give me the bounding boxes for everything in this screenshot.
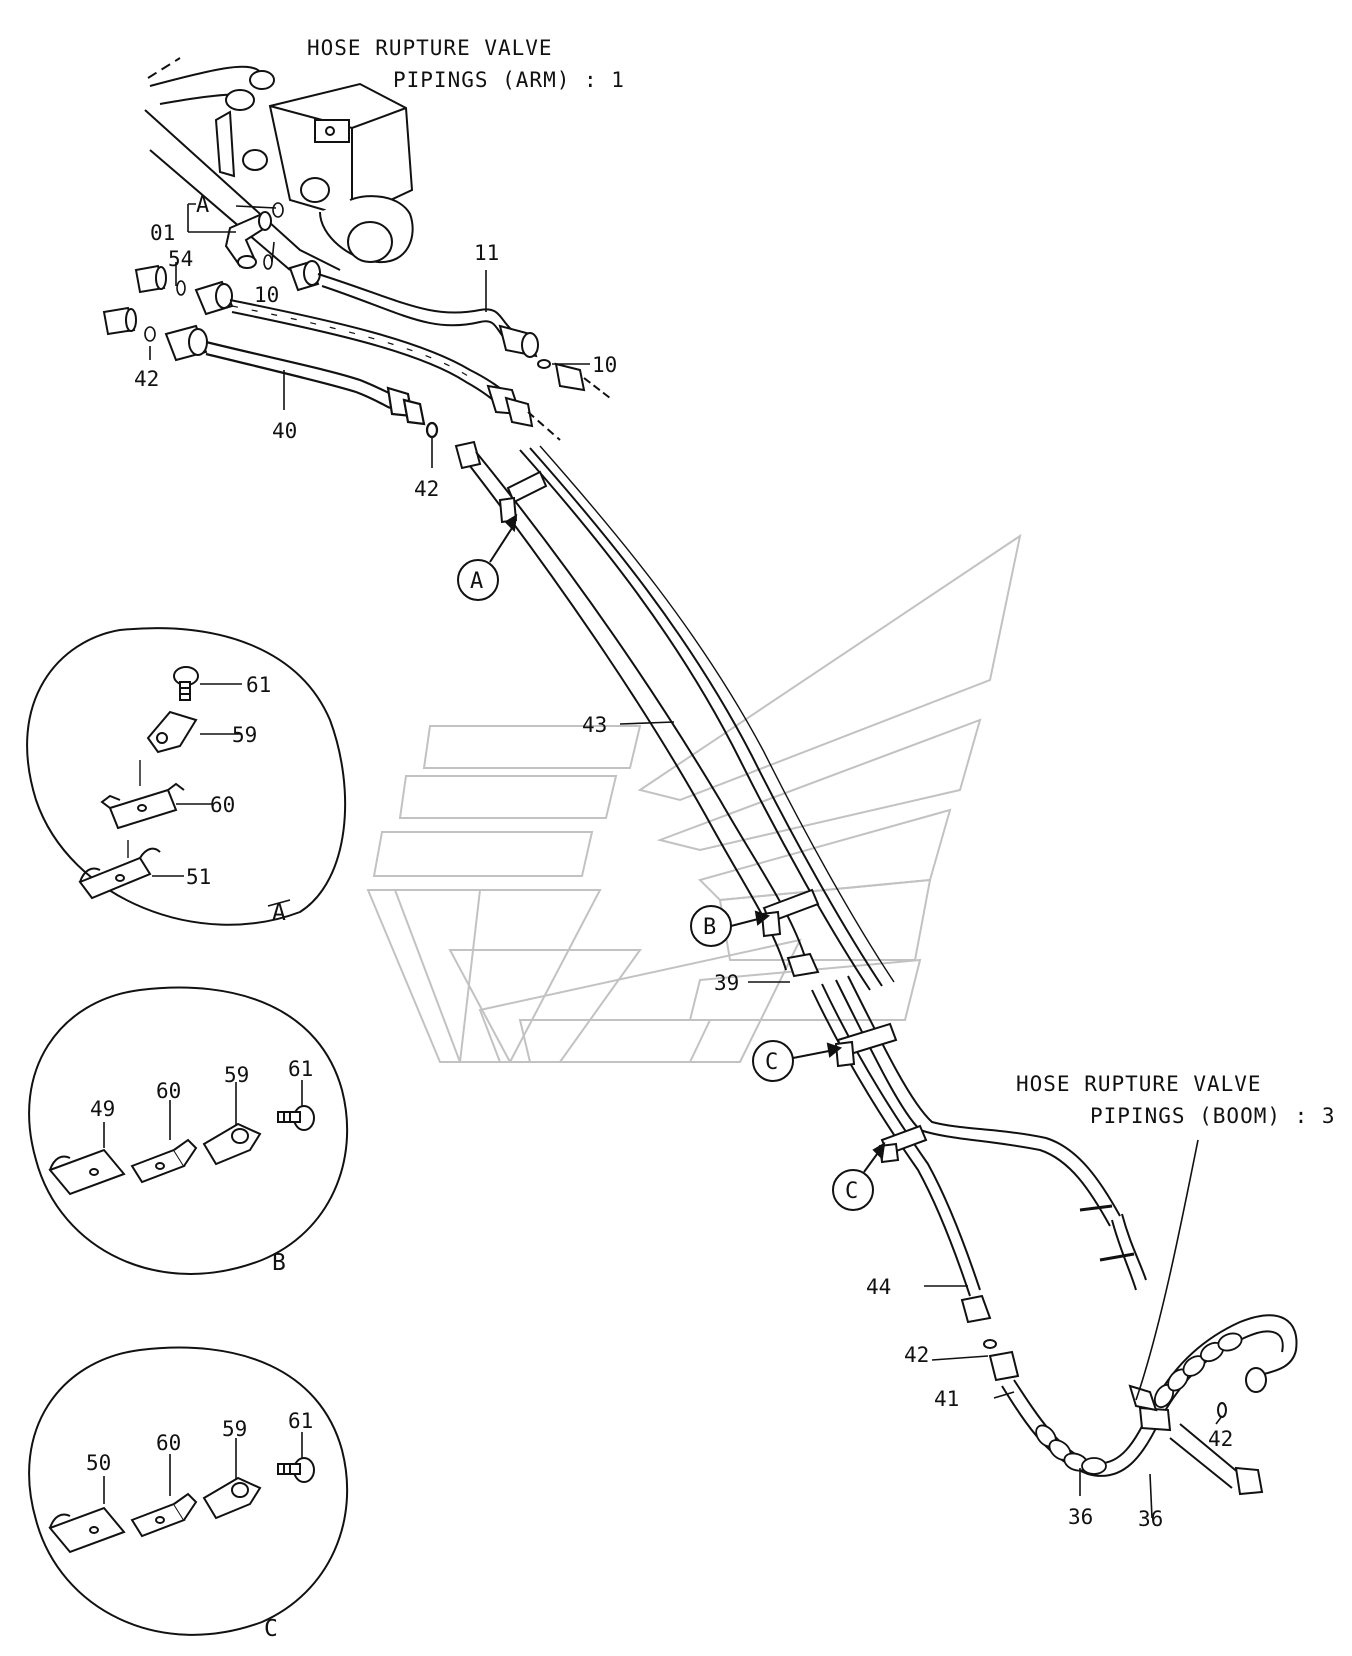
detail-b-p60: 60 xyxy=(156,1079,181,1103)
callout-b-letter: B xyxy=(703,915,716,940)
detail-b-p61: 61 xyxy=(288,1057,313,1081)
callout-c1 xyxy=(752,1040,843,1082)
detail-a-letter: A xyxy=(272,900,286,926)
callout-c2-letter: C xyxy=(845,1179,858,1204)
bolt-icon xyxy=(277,1457,315,1483)
part-label-01: 01 xyxy=(150,221,175,245)
boom-header-line1: HOSE RUPTURE VALVE xyxy=(1016,1072,1262,1096)
o-ring-icon xyxy=(144,326,156,342)
elbow-fitting-icon xyxy=(224,211,272,269)
part-label-36a: 36 xyxy=(1068,1505,1093,1529)
part-label-44: 44 xyxy=(866,1275,891,1299)
hose-11 xyxy=(317,273,611,399)
detail-b: 49 60 59 61 B xyxy=(28,986,349,1276)
part-label-11: 11 xyxy=(474,241,499,265)
o-ring-icon xyxy=(176,280,186,296)
detail-a-p61: 61 xyxy=(246,673,271,697)
clamp-icon xyxy=(146,710,198,754)
adapter-fitting-icon xyxy=(1128,1367,1267,1496)
callout-c1-letter: C xyxy=(765,1050,778,1075)
part-label-42d: 42 xyxy=(1208,1427,1233,1451)
callout-c2 xyxy=(832,1142,886,1211)
detail-c-letter: C xyxy=(264,1616,278,1642)
detail-c-p50: 50 xyxy=(86,1451,111,1475)
detail-c: 50 60 59 61 C xyxy=(28,1346,349,1642)
plate-icon xyxy=(100,782,185,830)
part-label-39: 39 xyxy=(714,971,739,995)
saddle-icon xyxy=(48,1506,126,1554)
arm-header-line1: HOSE RUPTURE VALVE xyxy=(307,36,553,60)
part-label-10a: 10 xyxy=(254,283,279,307)
detail-c-p61: 61 xyxy=(288,1409,313,1433)
plate-icon xyxy=(130,1138,198,1184)
leader-lines xyxy=(149,203,1223,1519)
detail-a: 61 59 60 51 A xyxy=(26,627,347,926)
clamp-icon xyxy=(202,1476,262,1520)
callout-a-letter: A xyxy=(470,569,483,594)
part-label-41: 41 xyxy=(934,1387,959,1411)
o-ring-icon xyxy=(263,254,273,270)
bolt-icon xyxy=(173,666,199,701)
plate-icon xyxy=(130,1492,198,1538)
part-label-43: 43 xyxy=(582,713,607,737)
detail-b-letter: B xyxy=(272,1250,286,1276)
detail-a-p51: 51 xyxy=(186,865,211,889)
part-label-36b: 36 xyxy=(1138,1507,1163,1531)
part-label-54: 54 xyxy=(168,247,193,271)
watermark-logo xyxy=(366,533,1022,1063)
detail-c-p59: 59 xyxy=(222,1417,247,1441)
hose-middle xyxy=(229,299,561,441)
part-label-42b: 42 xyxy=(414,477,439,501)
part-label-10b: 10 xyxy=(592,353,617,377)
callout-a xyxy=(457,514,518,601)
detail-a-p60: 60 xyxy=(210,793,235,817)
adapter-fitting-icon xyxy=(102,260,321,362)
clamp-icon xyxy=(202,1122,262,1166)
o-ring-icon xyxy=(272,202,284,218)
saddle-icon xyxy=(48,1148,126,1196)
hose-protector-36 xyxy=(1035,1332,1243,1475)
pipe-44 xyxy=(811,975,1147,1382)
detail-c-p60: 60 xyxy=(156,1431,181,1455)
part-label-42c: 42 xyxy=(904,1343,929,1367)
saddle-icon xyxy=(78,847,161,900)
detail-a-p59: 59 xyxy=(232,723,257,747)
bolt-icon xyxy=(277,1105,315,1131)
arm-header-line2: PIPINGS (ARM) : 1 xyxy=(393,68,625,92)
boom-header-line2: PIPINGS (BOOM) : 3 xyxy=(1090,1104,1336,1128)
detail-b-p59: 59 xyxy=(224,1063,249,1087)
pipe-43 xyxy=(454,440,895,991)
detail-b-p49: 49 xyxy=(90,1097,115,1121)
valve-callout-letter: A xyxy=(196,193,209,218)
part-label-42a: 42 xyxy=(134,367,159,391)
hydraulic-valve-icon xyxy=(144,57,414,271)
hose-40 xyxy=(205,340,439,439)
part-label-40: 40 xyxy=(272,419,297,443)
clamp-icon xyxy=(498,470,928,1164)
callout-b xyxy=(690,905,771,947)
